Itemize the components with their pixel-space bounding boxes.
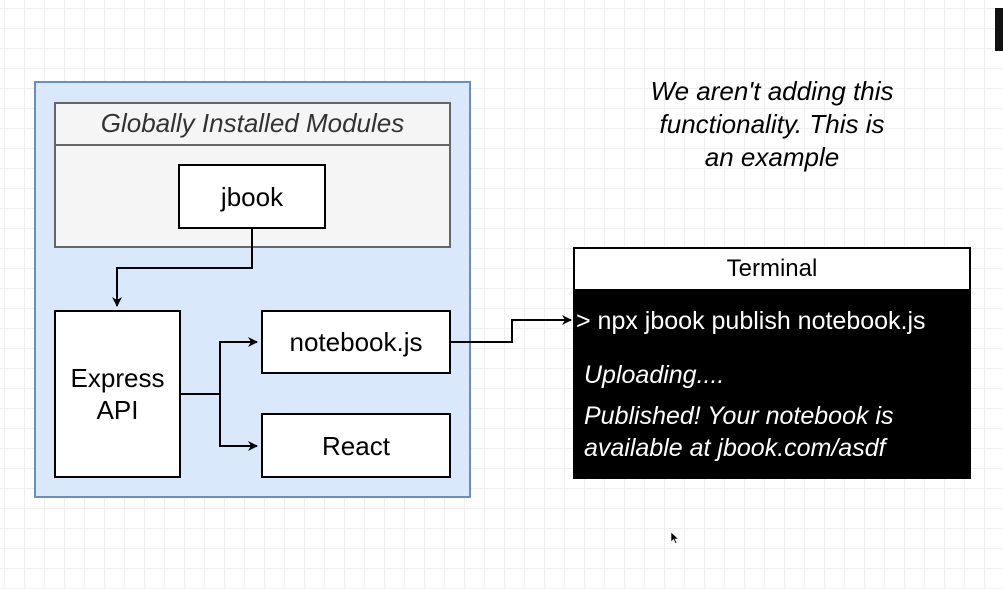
edge-block: [995, 8, 1003, 51]
example-note-line2: functionality. This is: [659, 109, 885, 139]
terminal-uploading-line: Uploading....: [584, 361, 725, 389]
terminal-published-line2: available at jbook.com/asdf: [584, 434, 886, 462]
example-note-line3: an example: [704, 142, 840, 172]
terminal-title: Terminal: [575, 249, 969, 289]
express-api-label-line1: Express: [70, 363, 165, 393]
notebook-js-node: notebook.js: [261, 310, 451, 374]
react-label: React: [322, 430, 390, 461]
express-api-node: Express API: [54, 310, 181, 478]
express-api-label-line2: API: [96, 395, 139, 425]
modules-group-title: Globally Installed Modules: [54, 102, 451, 146]
notebook-js-label: notebook.js: [289, 327, 423, 357]
terminal-published-line1: Published! Your notebook is: [584, 402, 894, 430]
jbook-node-label: jbook: [220, 181, 284, 212]
example-note: We aren't adding this functionality. Thi…: [622, 75, 922, 174]
jbook-node: jbook: [178, 164, 326, 229]
example-note-line1: We aren't adding this: [650, 76, 894, 106]
react-node: React: [261, 413, 451, 478]
terminal-command-line: > npx jbook publish notebook.js: [576, 307, 926, 335]
mouse-cursor-icon: [671, 532, 679, 544]
